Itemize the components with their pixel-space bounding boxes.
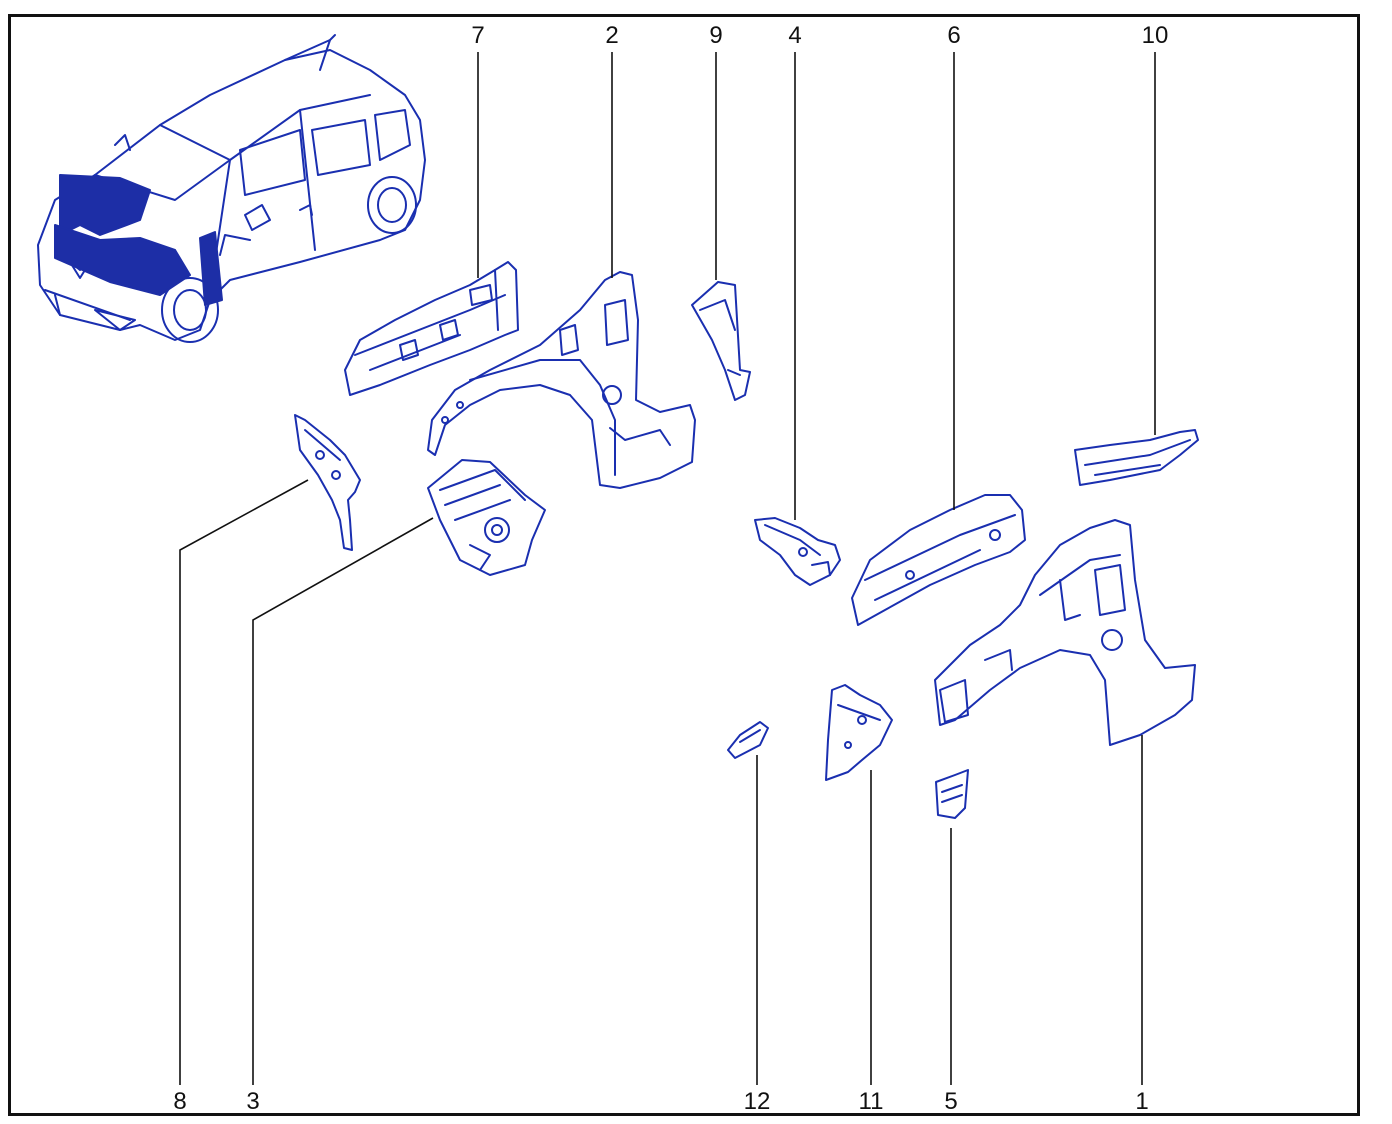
callout-5: 5: [944, 1088, 958, 1115]
callout-8: 8: [173, 1088, 187, 1115]
car-overview-illustration: [37, 34, 426, 343]
part-9-gusset-bracket: [691, 281, 751, 401]
part-1-front-wing-inner-rh: [934, 519, 1196, 746]
part-4-mount-bracket: [754, 517, 841, 586]
diagram-frame: [8, 14, 1360, 1116]
leader-line-3: [252, 517, 434, 1085]
leader-lines: [179, 52, 1156, 1085]
leader-line-8: [179, 479, 309, 1085]
callout-9: 9: [709, 22, 723, 49]
part-11-wheel-arch-bracket: [825, 684, 893, 781]
callout-6: 6: [947, 22, 961, 49]
callout-11: 11: [858, 1088, 884, 1115]
part-12-small-bracket: [727, 721, 769, 759]
callout-2: 2: [605, 22, 619, 49]
part-8-lower-bracket: [294, 414, 361, 551]
callout-7: 7: [471, 22, 485, 49]
part-10-closing-panel: [1074, 429, 1199, 486]
part-5-reinforcement-plate: [935, 769, 969, 819]
part-6-upper-rail-rear: [851, 494, 1026, 626]
callout-10: 10: [1141, 22, 1169, 49]
part-3-spring-housing-assembly: [427, 459, 546, 576]
callout-12: 12: [743, 1088, 771, 1115]
part-7-inner-wing-upper-rail: [344, 261, 519, 396]
callout-1: 1: [1135, 1088, 1149, 1115]
part-2-front-wing-inner-panel: [427, 271, 696, 489]
callout-4: 4: [788, 22, 802, 49]
callout-3: 3: [246, 1088, 260, 1115]
